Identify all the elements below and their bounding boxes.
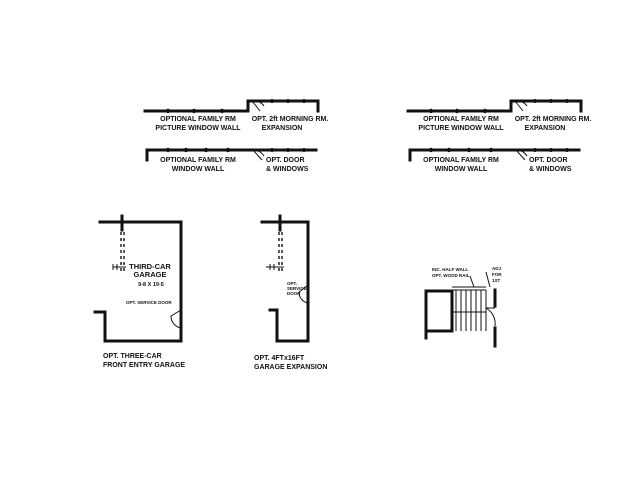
third-car-garage (93, 214, 183, 343)
expansion-service-door-line1: OPT. (287, 281, 297, 286)
family-picture-wall-line1-right: OPTIONAL FAMILY RM (423, 116, 499, 123)
top-right-options: OPTIONAL FAMILY RM PICTURE WINDOW WALL O… (406, 99, 592, 173)
stair-adj-line2: FOR (492, 272, 502, 277)
garage-room-dims: 9-8 X 19-5 (138, 282, 164, 288)
top-left-options: OPTIONAL FAMILY RM PICTURE WINDOW WALL O… (143, 99, 329, 173)
door-windows-line1-right: OPT. DOOR (529, 157, 568, 164)
stair-adj-line3: 1ST (492, 278, 501, 283)
stair-half-wall-line1: INC. HALF WALL (432, 267, 468, 272)
family-picture-wall-line2: PICTURE WINDOW WALL (155, 125, 241, 132)
optional-door-windows (250, 148, 318, 161)
garage-room-line1: THIRD-CAR (129, 262, 171, 271)
family-window-wall-right (408, 147, 517, 162)
morning-room-line2: EXPANSION (262, 125, 303, 132)
door-windows-line1: OPT. DOOR (266, 157, 305, 164)
stair-adj-line1: ADJ (492, 266, 501, 271)
morning-room-line1-right: OPT. 2ft MORNING RM. (515, 116, 592, 123)
expansion-service-door-line2: SERVICE (287, 286, 307, 291)
family-picture-wall-line2-right: PICTURE WINDOW WALL (418, 125, 504, 132)
garage-room-line2: GARAGE (134, 270, 167, 279)
optional-door-windows-right (513, 148, 581, 161)
expansion-caption-line2: GARAGE EXPANSION (254, 364, 327, 371)
family-picture-window-wall (143, 108, 250, 114)
family-window-wall (145, 147, 254, 162)
door-windows-line2: & WINDOWS (266, 166, 309, 173)
expansion-service-door-line3: DOOR (287, 291, 301, 296)
garage-caption-line2: FRONT ENTRY GARAGE (103, 362, 185, 369)
expansion-caption-line1: OPT. 4FTx16FT (254, 355, 305, 362)
morning-room-expansion-right (509, 99, 583, 113)
family-window-wall-line1: OPTIONAL FAMILY RM (160, 157, 236, 164)
door-windows-line2-right: & WINDOWS (529, 166, 572, 173)
garage-caption-line1: OPT. THREE-CAR (103, 353, 162, 360)
morning-room-line1: OPT. 2ft MORNING RM. (252, 116, 329, 123)
stair-half-wall-line2: OPT. WOOD RAIL (432, 273, 470, 278)
family-window-wall-line2-right: WINDOW WALL (435, 166, 488, 173)
family-picture-window-wall-right (406, 108, 513, 114)
family-window-wall-line1-right: OPTIONAL FAMILY RM (423, 157, 499, 164)
family-window-wall-line2: WINDOW WALL (172, 166, 225, 173)
family-picture-wall-line1: OPTIONAL FAMILY RM (160, 116, 236, 123)
morning-room-line2-right: EXPANSION (525, 125, 566, 132)
garage-expansion (260, 214, 310, 343)
garage-service-door-label: OPT. SERVICE DOOR (126, 300, 172, 305)
morning-room-expansion (246, 99, 320, 113)
stair-detail (424, 271, 497, 348)
